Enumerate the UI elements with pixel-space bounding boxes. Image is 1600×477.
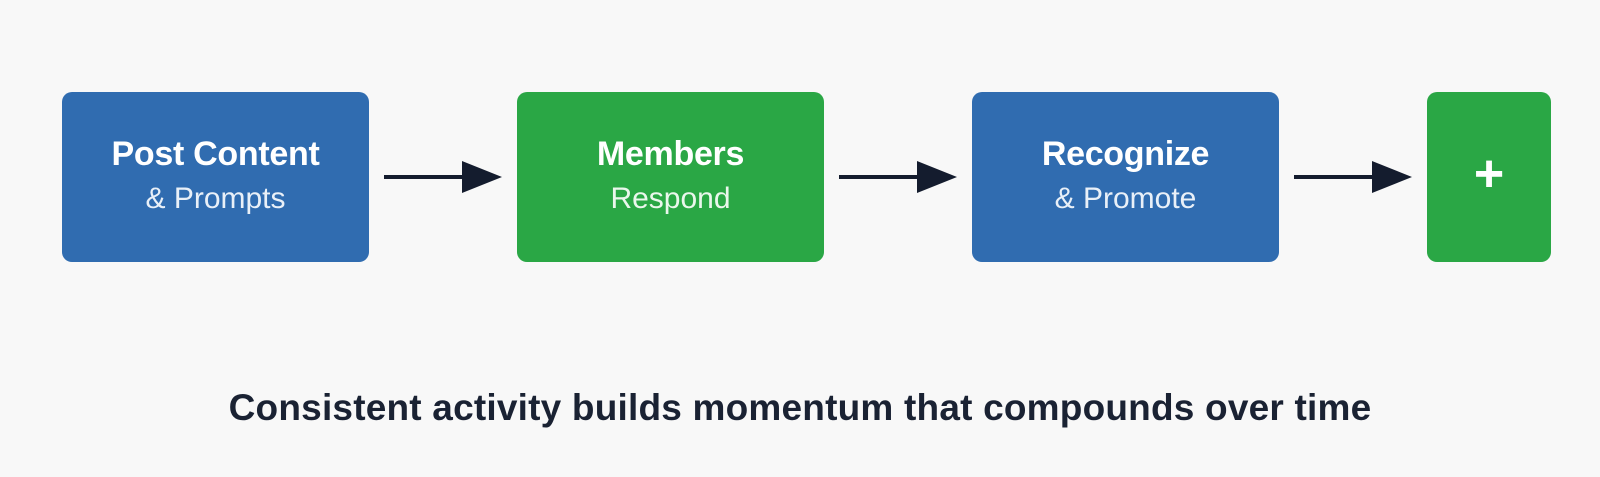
arrow-3 [1294, 160, 1414, 194]
plus-icon: + [1473, 145, 1505, 203]
step-title: Recognize [1041, 135, 1210, 174]
step-plus: + [1427, 92, 1551, 262]
right-arrow-icon [384, 161, 502, 193]
step-subtitle: Respond [610, 182, 731, 216]
diagram-caption: Consistent activity builds momentum that… [228, 387, 1372, 428]
arrow-1 [384, 160, 504, 194]
step-members: Members Respond [517, 92, 824, 262]
right-arrow-icon [1294, 161, 1412, 193]
arrow-2 [839, 160, 959, 194]
step-title: Members [596, 135, 745, 174]
step-recognize: Recognize & Promote [972, 92, 1279, 262]
step-subtitle: & Prompts [145, 182, 286, 216]
step-post-content: Post Content & Prompts [62, 92, 369, 262]
step-subtitle: & Promote [1054, 182, 1197, 216]
right-arrow-icon [839, 161, 957, 193]
step-title: Post Content [111, 135, 320, 174]
